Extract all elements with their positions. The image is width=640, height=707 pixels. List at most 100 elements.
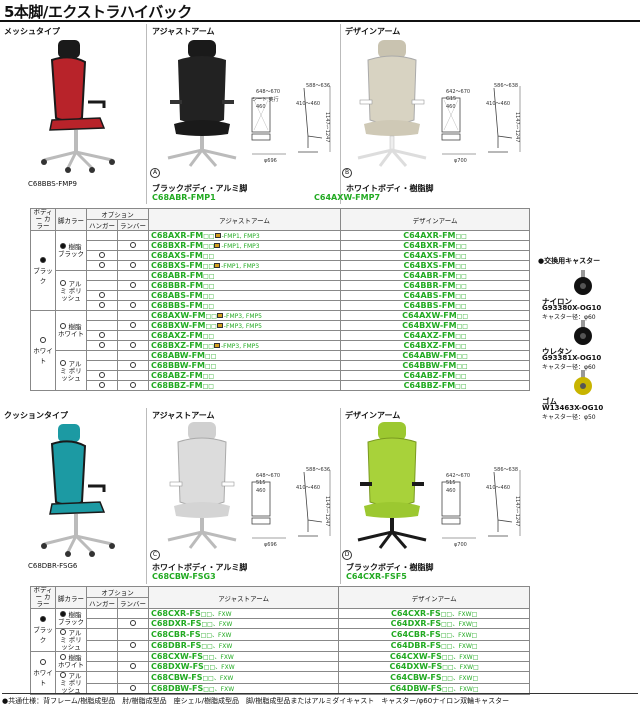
leg-color-cell: 樹脂 ブラック bbox=[54, 608, 87, 629]
caster-diameter: キャスター径：φ60 bbox=[542, 364, 596, 371]
color-box-placeholder: □□ bbox=[202, 263, 215, 270]
cushion-arm-dim-depth: 588〜636 bbox=[306, 467, 331, 473]
hanger-option-icon bbox=[98, 301, 105, 308]
leg-color-label: アルミ ポリッシュ bbox=[60, 279, 82, 302]
adjust-arm-code: C68ABR-FM bbox=[150, 271, 204, 280]
hanger-option-icon bbox=[98, 291, 105, 298]
mesh-side-chair-image bbox=[41, 40, 115, 173]
color-box-placeholder: □□ bbox=[203, 273, 215, 280]
adjust-arm-code: C68AXS-FM bbox=[150, 251, 203, 260]
design-arm-code-cell: C64BBS-FM□□ bbox=[340, 300, 530, 311]
hanger-cell bbox=[85, 360, 118, 371]
design-arm-suffix: 、FXW□ bbox=[452, 611, 478, 618]
color-box-placeholder: □□ bbox=[455, 243, 467, 250]
design-arm-code: C64DBW-FS bbox=[389, 684, 443, 694]
color-box-placeholder: □□ bbox=[441, 674, 453, 682]
adjust-arm-suffix: -FMP1, FMP3 bbox=[221, 243, 260, 250]
adjust-arm-code-cell: C68CBW-FS□□、FXW bbox=[147, 671, 340, 684]
hanger-cell bbox=[85, 618, 118, 629]
design-arm-code-cell: C64BXW-FM□□ bbox=[340, 320, 530, 331]
design-arm-code: C64BBS-FM bbox=[403, 301, 456, 310]
cushion-arm-dim-height: 1147〜1247 bbox=[324, 496, 330, 527]
cushion-design-dim-base: φ700 bbox=[454, 542, 467, 548]
design-arm-code: C64CBW-FS bbox=[390, 672, 442, 682]
cushion-arm-dim-seat-width: 460 bbox=[256, 488, 266, 494]
hanger-cell bbox=[85, 340, 118, 351]
design-arm-code: C64CBR-FS bbox=[391, 629, 441, 639]
lumbar-option-icon bbox=[129, 261, 136, 268]
filled-dot-icon bbox=[39, 256, 46, 263]
color-box-placeholder: □□ bbox=[455, 303, 467, 310]
mesh-arm-marker: A bbox=[150, 168, 160, 178]
mesh-divider-1 bbox=[146, 24, 147, 204]
adjust-arm-code: C68ABZ-FM bbox=[150, 371, 203, 380]
hanger-cell bbox=[85, 230, 118, 241]
mesh-side-caption: C68BBS-FMP9 bbox=[28, 180, 77, 188]
color-box-placeholder: □□ bbox=[202, 253, 215, 260]
adjust-arm-code: C68BXZ-FM bbox=[150, 341, 203, 350]
design-arm-code: C64ABS-FM bbox=[403, 291, 456, 300]
mesh-arm-dimension-drawing bbox=[251, 86, 331, 155]
design-arm-suffix: 、FXW□ bbox=[453, 664, 479, 671]
caster-wheel-icon bbox=[574, 370, 592, 395]
design-arm-code: C64BXS-FM bbox=[403, 261, 456, 270]
hanger-option-icon bbox=[98, 341, 105, 348]
cushion-design-chair-image bbox=[357, 422, 427, 549]
body-color-cell: ホワイト bbox=[30, 651, 56, 695]
lumbar-cell bbox=[116, 370, 149, 381]
hanger-cell bbox=[85, 651, 118, 662]
filled-dot-icon bbox=[39, 616, 46, 622]
mesh-design-dim-width: 642〜670 bbox=[446, 89, 471, 95]
mesh-design-dim-depth: 586〜638 bbox=[494, 83, 519, 89]
mesh-arm-model: C68ABR-FMP1 bbox=[152, 193, 216, 202]
table-row: C68AXZ-FM□□C64AXZ-FM□□ bbox=[31, 330, 530, 341]
cushion-arm-model: C68CBW-FSG3 bbox=[152, 572, 216, 581]
caster-code: G93380X-OG10 bbox=[542, 304, 602, 312]
adjust-arm-code-cell: C68CBR-FS□□、FXW bbox=[147, 628, 340, 641]
hanger-cell bbox=[85, 671, 118, 684]
design-arm-code-cell: C64BXZ-FM□□ bbox=[340, 340, 530, 351]
footer-specs: ●共通仕様：背フレーム/樹脂成型品 肘/樹脂成型品 座シェル/樹脂成型品 脚/樹… bbox=[2, 693, 638, 706]
caster-diameter: キャスター径：φ50 bbox=[542, 414, 596, 421]
adjust-arm-suffix: 、FXW bbox=[212, 621, 233, 628]
fabric-swatch-icon bbox=[214, 243, 221, 248]
cushion-side-caption: C68DBR-FSG6 bbox=[28, 562, 78, 570]
lumbar-cell bbox=[116, 360, 149, 371]
color-box-placeholder: □□ bbox=[202, 333, 215, 340]
hanger-cell bbox=[85, 240, 118, 251]
lumbar-option-icon bbox=[129, 301, 136, 308]
color-box-placeholder: □□ bbox=[204, 363, 217, 370]
design-arm-code: C64BXZ-FM bbox=[403, 341, 456, 350]
ring-dot-icon bbox=[60, 672, 67, 678]
table-row: C68BBW-FM□□C64BBW-FM□□ bbox=[31, 360, 530, 371]
design-arm-suffix: 、FXW□ bbox=[452, 621, 478, 628]
lumbar-option-icon bbox=[129, 619, 136, 626]
leg-color-label: アルミ ポリッシュ bbox=[60, 672, 82, 694]
color-box-placeholder: □□ bbox=[442, 664, 454, 671]
filled-dot-icon bbox=[60, 243, 67, 249]
design-arm-code: C64DXW-FS bbox=[389, 662, 443, 671]
design-arm-code: C64AXW-FM bbox=[402, 311, 457, 320]
design-arm-code-cell: C64AXW-FM□□ bbox=[340, 310, 530, 321]
adjust-arm-code-cell: C68DBW-FS□□、FXW bbox=[147, 682, 340, 695]
lumbar-cell bbox=[116, 280, 149, 291]
body-color-cell: ブラック bbox=[30, 608, 56, 652]
mesh-arm-dim-base: φ696 bbox=[264, 158, 277, 164]
color-box-placeholder: □□ bbox=[202, 373, 214, 380]
hanger-cell bbox=[85, 608, 118, 619]
hanger-cell bbox=[85, 310, 118, 321]
adjust-arm-suffix: 、FXW bbox=[212, 611, 232, 618]
hanger-option-icon bbox=[98, 381, 105, 388]
adjust-arm-code: C68AXZ-FM bbox=[150, 331, 203, 340]
hanger-cell bbox=[85, 270, 118, 281]
adjust-arm-code-cell: C68ABW-FM□□ bbox=[147, 350, 342, 361]
